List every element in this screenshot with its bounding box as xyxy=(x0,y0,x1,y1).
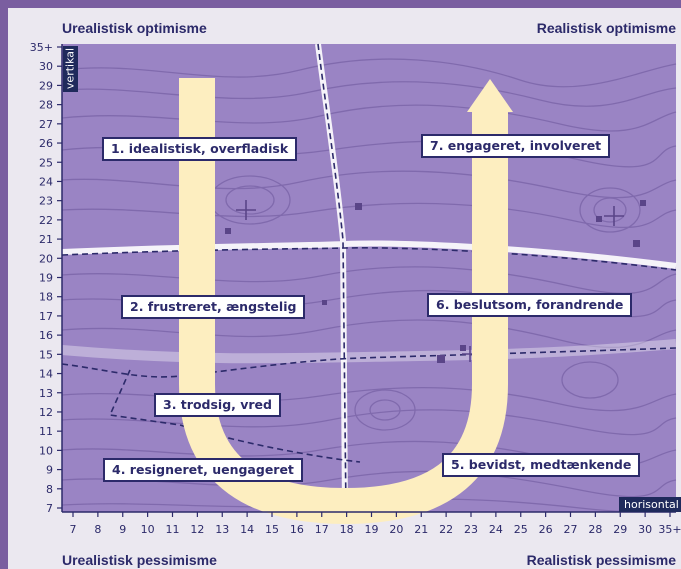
x-tick-label: 12 xyxy=(190,523,204,536)
stage-label-2: 2. frustreret, ængstelig xyxy=(121,295,306,319)
stage-label-7: 7. engageret, involveret xyxy=(421,134,611,158)
y-tick-label: 20 xyxy=(39,252,53,265)
y-tick-label: 27 xyxy=(39,118,53,131)
x-tick-label: 27 xyxy=(564,523,578,536)
corner-label-bottom-left: Urealistisk pessimisme xyxy=(62,552,217,568)
map-area xyxy=(62,44,676,512)
corner-label-bottom-right: Realistisk pessimisme xyxy=(526,552,676,568)
horizontal-axis-tag: horisontal xyxy=(619,497,681,512)
x-tick-label: 19 xyxy=(365,523,379,536)
y-tick-label: 26 xyxy=(39,137,53,150)
x-tick-label: 15 xyxy=(265,523,279,536)
y-tick-label: 9 xyxy=(46,464,53,477)
x-tick-label: 25 xyxy=(514,523,528,536)
y-tick-label: 22 xyxy=(39,214,53,227)
y-tick-label: 19 xyxy=(39,272,53,285)
y-tick-label: 13 xyxy=(39,387,53,400)
y-tick-label: 8 xyxy=(46,483,53,496)
x-tick-label: 14 xyxy=(240,523,254,536)
y-tick-label: 18 xyxy=(39,291,53,304)
x-axis-ticks: 7 8 9 10 11 12 13 14 15 16 17 18 19 20 21 22 23 24 25 26 27 2… xyxy=(70,512,681,536)
x-tick-label: 20 xyxy=(389,523,403,536)
u-arrow-body xyxy=(179,78,508,525)
x-tick-label: 29 xyxy=(613,523,627,536)
y-tick-label: 24 xyxy=(39,175,53,188)
x-tick-label: 35+ xyxy=(658,523,681,536)
y-tick-label: 25 xyxy=(39,156,53,169)
u-arrow-head xyxy=(467,79,513,112)
x-tick-label: 8 xyxy=(94,523,101,536)
y-tick-label: 15 xyxy=(39,348,53,361)
x-tick-label: 9 xyxy=(119,523,126,536)
y-tick-label: 30 xyxy=(39,60,53,73)
y-tick-label: 28 xyxy=(39,99,53,112)
stage-label-1: 1. idealistisk, overfladisk xyxy=(102,137,298,161)
y-tick-label: 7 xyxy=(46,502,53,515)
x-tick-label: 7 xyxy=(70,523,77,536)
x-tick-label: 11 xyxy=(166,523,180,536)
stage-label-6: 6. beslutsom, forandrende xyxy=(427,293,633,317)
x-tick-label: 17 xyxy=(315,523,329,536)
y-tick-label: 21 xyxy=(39,233,53,246)
vertical-axis-tag: vertikal xyxy=(63,46,78,92)
y-tick-label: 11 xyxy=(39,425,53,438)
y-tick-label: 35+ xyxy=(30,41,53,54)
x-tick-label: 10 xyxy=(141,523,155,536)
y-tick-label: 29 xyxy=(39,79,53,92)
x-tick-label: 23 xyxy=(464,523,478,536)
x-tick-label: 30 xyxy=(638,523,652,536)
map-markers xyxy=(225,200,646,363)
stage-label-3: 3. trodsig, vred xyxy=(154,393,281,417)
y-axis-ticks: 7 8 9 10 11 12 13 14 15 16 17 18 19 20 21 22 23 24 25 26 27 2… xyxy=(30,41,62,515)
x-tick-label: 22 xyxy=(439,523,453,536)
corner-label-top-left: Urealistisk optimisme xyxy=(62,20,207,36)
y-tick-label: 12 xyxy=(39,406,53,419)
stage-label-5: 5. bevidst, medtænkende xyxy=(442,453,641,477)
y-tick-label: 14 xyxy=(39,368,53,381)
x-tick-label: 26 xyxy=(539,523,553,536)
x-tick-label: 24 xyxy=(489,523,503,536)
x-tick-label: 21 xyxy=(414,523,428,536)
x-tick-label: 13 xyxy=(215,523,229,536)
x-tick-label: 18 xyxy=(340,523,354,536)
corner-label-top-right: Realistisk optimisme xyxy=(536,20,676,36)
stage-label-4: 4. resigneret, uengageret xyxy=(103,458,303,482)
y-tick-label: 17 xyxy=(39,310,53,323)
x-tick-label: 16 xyxy=(290,523,304,536)
y-tick-label: 16 xyxy=(39,329,53,342)
y-tick-label: 23 xyxy=(39,195,53,208)
y-tick-label: 10 xyxy=(39,444,53,457)
x-tick-label: 28 xyxy=(588,523,602,536)
